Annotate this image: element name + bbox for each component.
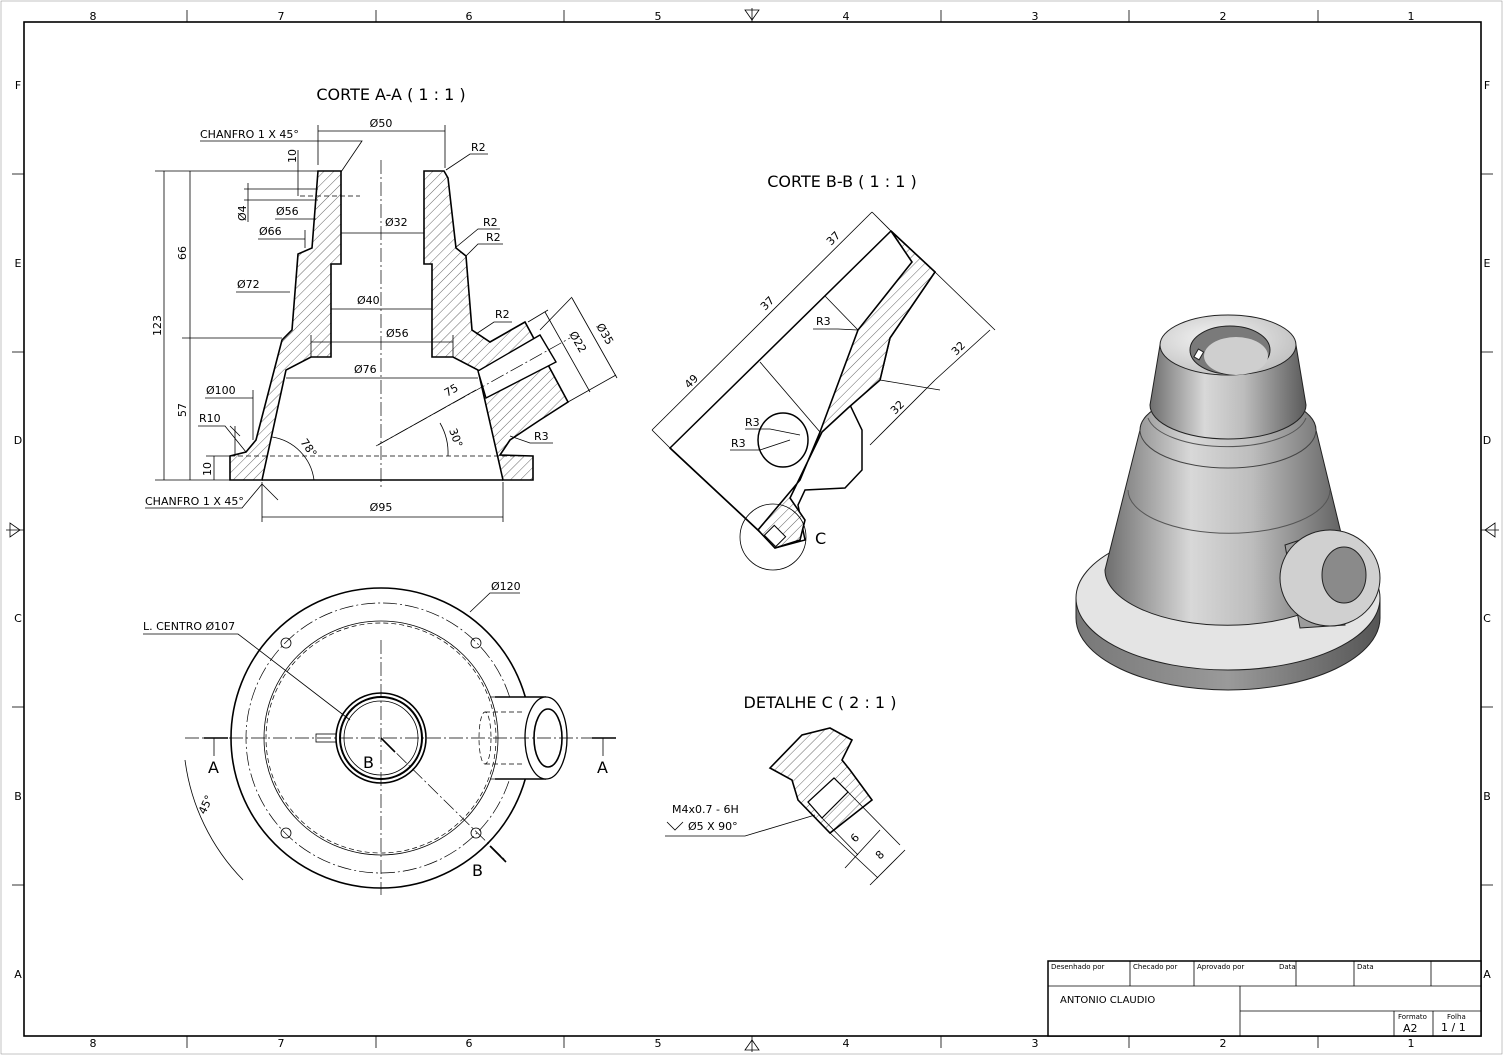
dim-37-lower: 37 <box>758 294 777 313</box>
zone-letter: D <box>1483 434 1491 447</box>
zone-number: 6 <box>466 1037 473 1050</box>
dim-30deg: 30° <box>446 427 465 450</box>
dim-d22: Ø22 <box>566 329 589 355</box>
dim-r2-boss: R2 <box>495 308 510 321</box>
dim-d56-lower: Ø56 <box>386 327 409 340</box>
zone-letter: F <box>1484 79 1490 92</box>
zone-letter: B <box>14 790 22 803</box>
author-name: ANTONIO CLAUDIO <box>1060 995 1155 1006</box>
zone-number: 3 <box>1032 1037 1039 1050</box>
dim-32-right: 32 <box>949 339 968 358</box>
zone-letter: D <box>14 434 22 447</box>
dim-r2-top: R2 <box>471 141 486 154</box>
dim-37-upper: 37 <box>824 229 843 248</box>
approved-by-label: Aprovado por <box>1197 963 1244 971</box>
dim-d76: Ø76 <box>354 363 377 376</box>
zone-letter: F <box>15 79 21 92</box>
zone-letter: B <box>1483 790 1491 803</box>
thread-spec: M4x0.7 - 6H <box>672 803 739 816</box>
countersink-spec: Ø5 X 90° <box>688 820 738 833</box>
dim-r2-mid1: R2 <box>483 216 498 229</box>
dim-66: 66 <box>176 246 189 260</box>
dim-r3-top: R3 <box>816 315 831 328</box>
cut-label-b-end: B <box>472 861 483 880</box>
dim-d4: Ø4 <box>236 205 249 221</box>
dim-10-flange: 10 <box>201 462 214 476</box>
section-bb-title: CORTE B-B ( 1 : 1 ) <box>767 172 917 191</box>
zone-number: 3 <box>1032 10 1039 23</box>
dim-r3-hole2: R3 <box>731 437 746 450</box>
detail-c-title: DETALHE C ( 2 : 1 ) <box>744 693 897 712</box>
dim-78deg: 78° <box>298 436 320 459</box>
dim-d95: Ø95 <box>370 501 393 514</box>
date-label: Data <box>1279 963 1296 971</box>
dim-chamfer-top: CHANFRO 1 X 45° <box>200 128 299 141</box>
dim-49: 49 <box>682 372 701 391</box>
zone-letter: A <box>14 968 22 981</box>
dim-r10: R10 <box>199 412 221 425</box>
dim-d56-upper: Ø56 <box>276 205 299 218</box>
dim-center-line-d107: L. CENTRO Ø107 <box>143 620 235 633</box>
zone-number: 2 <box>1220 10 1227 23</box>
dim-d35: Ø35 <box>593 321 616 347</box>
top-view: Ø120 L. CENTRO Ø107 45° A A B B <box>143 580 616 895</box>
dim-chamfer-bottom: CHANFRO 1 X 45° <box>145 495 244 508</box>
zone-number: 8 <box>90 10 97 23</box>
zone-number: 1 <box>1408 10 1415 23</box>
section-aa-view: CORTE A-A ( 1 : 1 ) <box>145 85 618 522</box>
detail-c-view: DETALHE C ( 2 : 1 ) M4x0.7 - 6H Ø5 X 90°… <box>665 693 906 886</box>
cut-label-a-right: A <box>597 758 608 777</box>
section-aa-title: CORTE A-A ( 1 : 1 ) <box>316 85 465 104</box>
zone-letter: A <box>1483 968 1491 981</box>
dim-d50: Ø50 <box>370 117 393 130</box>
dim-8: 8 <box>873 848 887 862</box>
zone-number: 7 <box>278 10 285 23</box>
sheet-value: 1 / 1 <box>1441 1021 1466 1034</box>
dim-75: 75 <box>442 381 461 399</box>
dim-r3-hole1: R3 <box>745 416 760 429</box>
cut-label-b-center: B <box>363 753 374 772</box>
zone-number: 2 <box>1220 1037 1227 1050</box>
dim-d72: Ø72 <box>237 278 260 291</box>
dim-d32: Ø32 <box>385 216 408 229</box>
dim-123: 123 <box>151 315 164 336</box>
drawn-by-label: Desenhado por <box>1051 963 1104 971</box>
date-label: Data <box>1357 963 1374 971</box>
dim-10-top: 10 <box>286 149 299 163</box>
dim-d120: Ø120 <box>491 580 521 593</box>
dim-45deg: 45° <box>196 793 216 816</box>
zone-letter: C <box>1483 612 1491 625</box>
zone-number: 4 <box>843 10 850 23</box>
dim-d66: Ø66 <box>259 225 282 238</box>
format-label: Formato <box>1398 1013 1427 1021</box>
detail-c-marker: C <box>815 529 826 548</box>
checked-by-label: Checado por <box>1133 963 1177 971</box>
title-block: Desenhado por Checado por Aprovado por D… <box>1047 960 1482 1037</box>
zone-number: 8 <box>90 1037 97 1050</box>
dim-r3: R3 <box>534 430 549 443</box>
dim-d100: Ø100 <box>206 384 236 397</box>
format-value: A2 <box>1403 1022 1418 1035</box>
dim-d40: Ø40 <box>357 294 380 307</box>
cut-label-a-left: A <box>208 758 219 777</box>
zone-letter: C <box>14 612 22 625</box>
dim-r2-mid2: R2 <box>486 231 501 244</box>
zone-number: 4 <box>843 1037 850 1050</box>
zone-letter: E <box>1484 257 1491 270</box>
zone-number: 1 <box>1408 1037 1415 1050</box>
sheet-label: Folha <box>1447 1013 1466 1021</box>
zone-number: 7 <box>278 1037 285 1050</box>
isometric-3d-view <box>1075 314 1381 691</box>
zone-number: 5 <box>655 1037 662 1050</box>
zone-letter: E <box>15 257 22 270</box>
dim-32-lower: 32 <box>888 398 907 417</box>
dim-6: 6 <box>848 831 862 845</box>
section-bb-view: CORTE B-B ( 1 : 1 ) 37 37 49 R3 32 32 R3… <box>651 172 996 571</box>
zone-number: 5 <box>655 10 662 23</box>
dim-57: 57 <box>176 403 189 417</box>
zone-number: 6 <box>466 10 473 23</box>
